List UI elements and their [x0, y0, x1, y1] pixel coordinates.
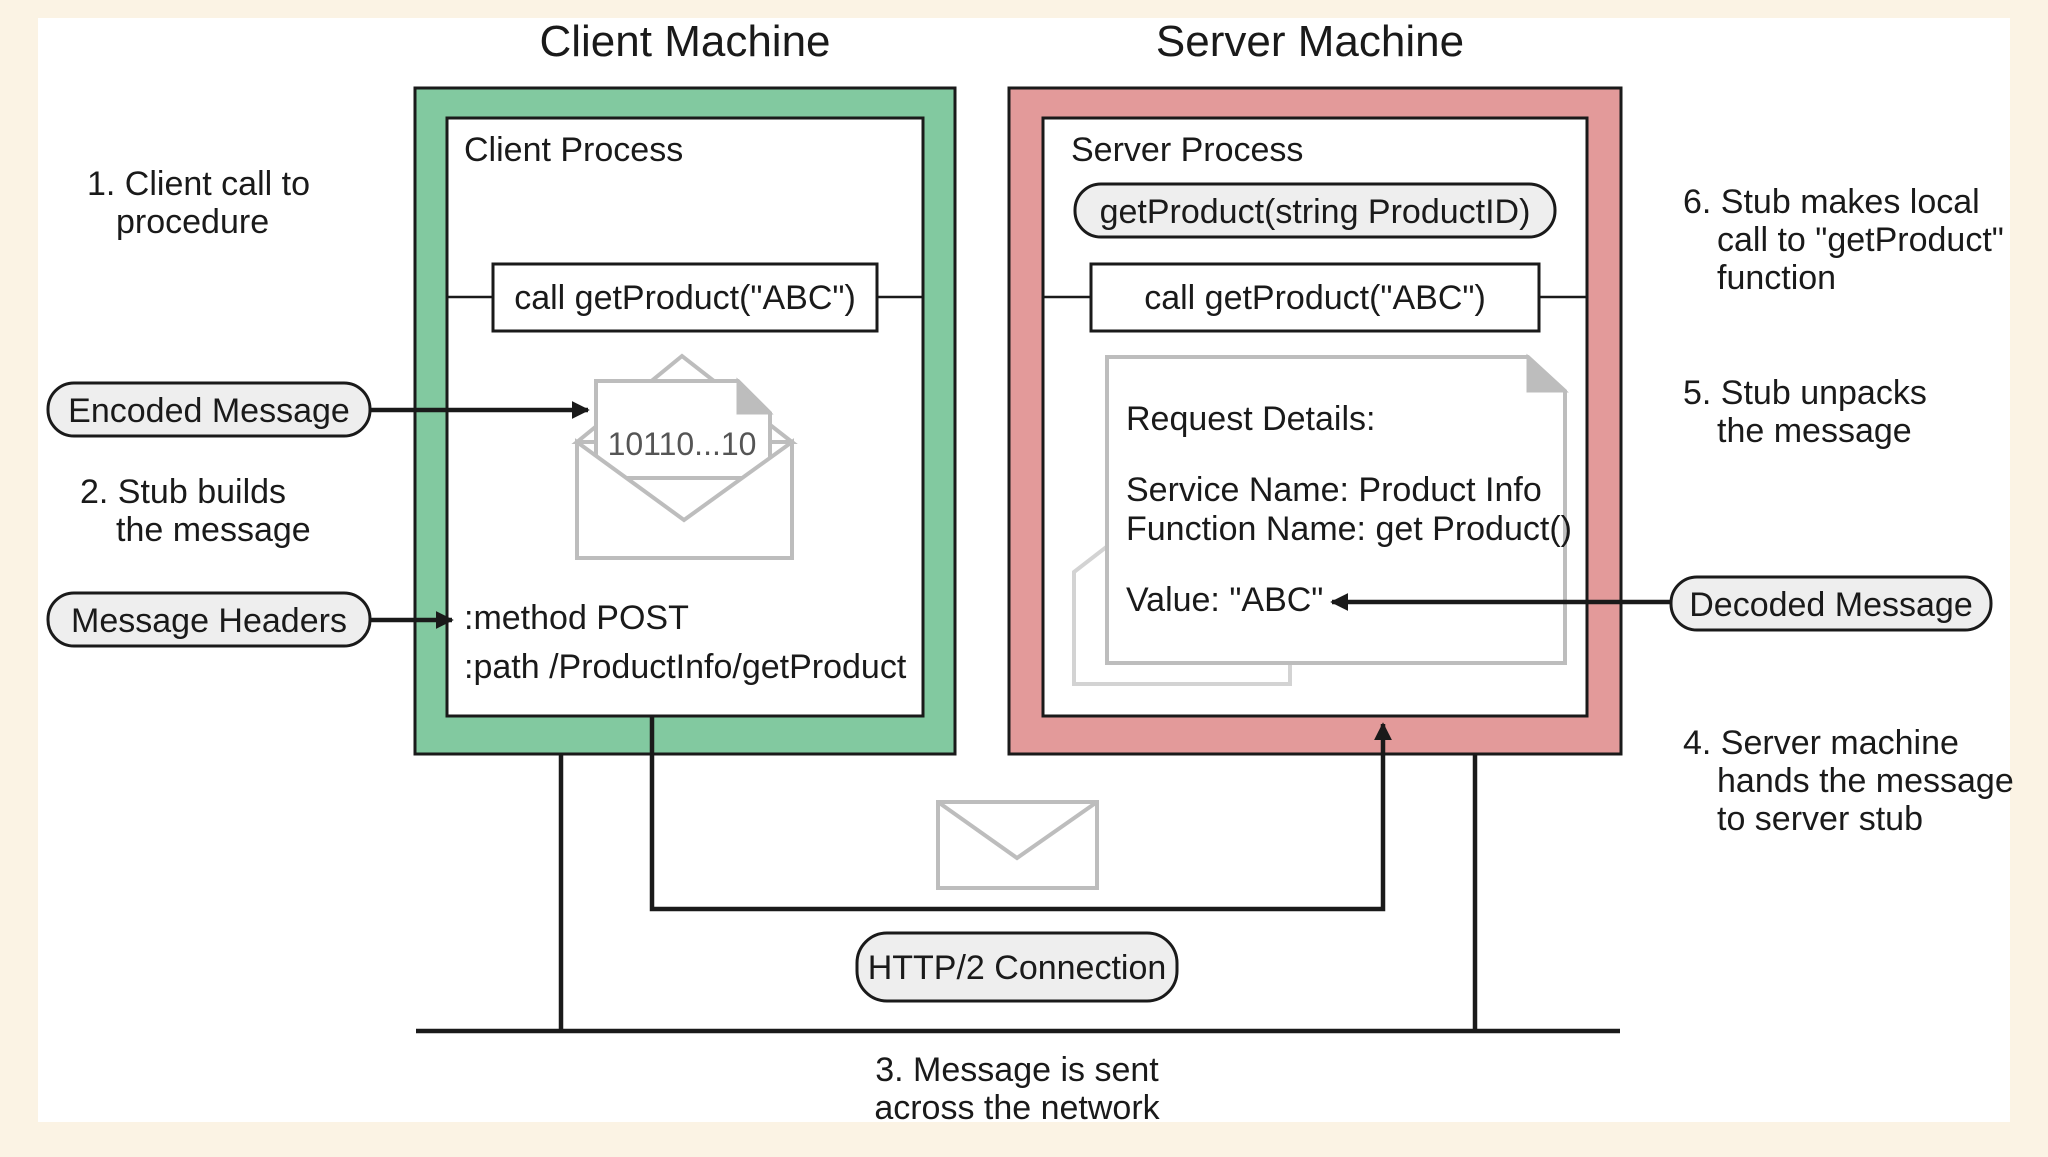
envelope-binary-text: 10110...10	[608, 426, 757, 462]
client-call-text: call getProduct("ABC")	[514, 279, 856, 317]
server-signature-text: getProduct(string ProductID)	[1100, 193, 1531, 231]
message-headers-label: Message Headers	[71, 602, 347, 640]
encoded-message-label: Encoded Message	[68, 392, 350, 430]
request-details-document: Request Details: Service Name: Product I…	[1105, 353, 1572, 665]
server-machine-title: Server Machine	[1156, 17, 1464, 66]
step-5-line-1: 5. Stub unpacks	[1683, 374, 1927, 412]
step-3-line-1: 3. Message is sent	[875, 1051, 1159, 1089]
step-3-line-2: across the network	[874, 1089, 1160, 1127]
encoded-envelope-icon: 10110...10	[571, 353, 798, 560]
client-machine-title: Client Machine	[539, 17, 830, 66]
service-name-text: Service Name: Product Info	[1126, 471, 1542, 509]
http2-connection-tag	[855, 931, 1179, 1003]
step-6-line-1: 6. Stub makes local	[1683, 183, 1980, 221]
client-machine: Client Process call getProduct("ABC") 10…	[413, 86, 957, 756]
value-text: Value: "ABC"	[1126, 581, 1323, 619]
step-2-line-2: the message	[116, 511, 311, 549]
step-4-line-1: 4. Server machine	[1683, 724, 1959, 762]
step-4-line-3: to server stub	[1717, 800, 1923, 838]
client-call-box	[491, 262, 879, 333]
request-details-title: Request Details:	[1126, 400, 1375, 438]
step-6-line-3: function	[1717, 259, 1836, 297]
decoded-message-label: Decoded Message	[1689, 586, 1973, 624]
function-name-text: Function Name: get Product()	[1126, 510, 1572, 548]
server-machine: Server Process getProduct(string Product…	[1007, 86, 1623, 756]
header-path-text: :path /ProductInfo/getProduct	[464, 648, 907, 686]
message-transfer-path	[649, 716, 1392, 912]
step-4-line-2: hands the message	[1717, 762, 2014, 800]
step-2-line-1: 2. Stub builds	[80, 473, 286, 511]
http2-connection-label: HTTP/2 Connection	[868, 949, 1167, 987]
server-signature-pill	[1073, 182, 1557, 239]
server-process-label: Server Process	[1071, 131, 1303, 169]
server-call-text: call getProduct("ABC")	[1144, 279, 1486, 317]
client-process-label: Client Process	[464, 131, 683, 169]
header-method-text: :method POST	[464, 599, 689, 637]
step-1-line-1: 1. Client call to	[87, 165, 310, 203]
step-6-line-2: call to "getProduct"	[1717, 221, 2004, 259]
server-call-box	[1089, 262, 1541, 333]
step-5-line-2: the message	[1717, 412, 1912, 450]
step-1-line-2: procedure	[116, 203, 269, 241]
transit-envelope-icon	[936, 800, 1099, 890]
